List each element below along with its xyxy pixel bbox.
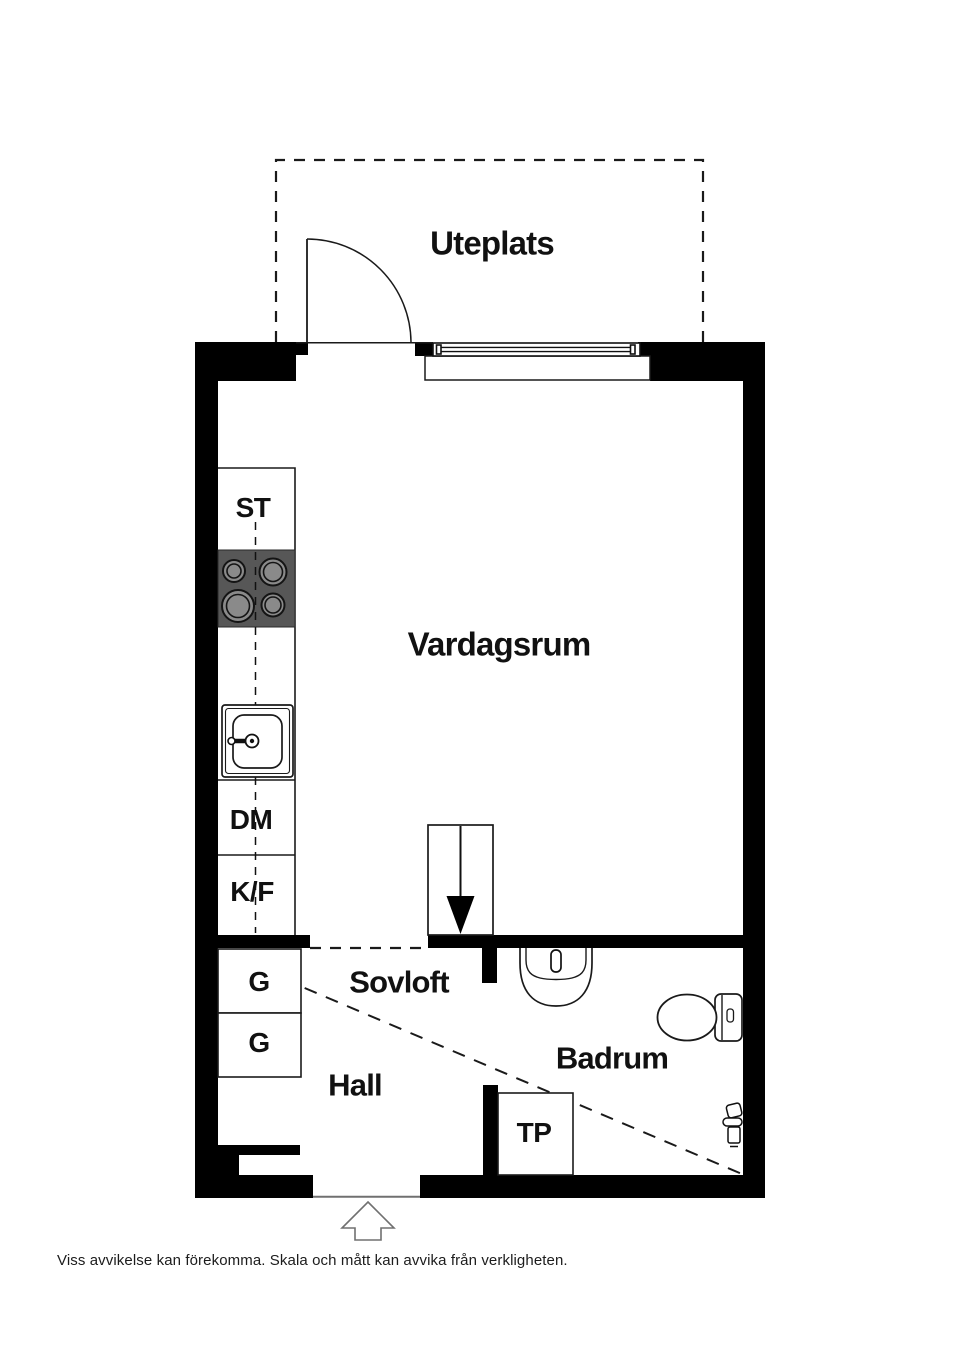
- counter-front-edge: [218, 467, 296, 935]
- shower-head: [725, 1102, 743, 1119]
- right-wall: [743, 342, 765, 1198]
- burner-ring: [226, 563, 242, 579]
- mid-wall-right: [428, 935, 765, 948]
- mid-wall-left: [195, 935, 310, 948]
- room-label-sovloft: Sovloft: [349, 964, 449, 1000]
- washbasin-outer: [519, 948, 593, 1007]
- wardrobe-box-1: [217, 948, 302, 1014]
- laundry-tower-box: [497, 1092, 574, 1176]
- bottom-wall-left: [195, 1175, 313, 1198]
- window-icon: [424, 342, 651, 381]
- faucet-dot: [249, 738, 255, 744]
- balcony-door-swing-icon: [296, 238, 433, 344]
- door-swing-arc: [306, 238, 412, 343]
- loft-ladder-icon: [427, 824, 494, 936]
- walls: [195, 342, 765, 1198]
- bottom-wall-right: [420, 1175, 765, 1198]
- wardrobe-box-2: [217, 1012, 302, 1078]
- room-label-badrum: Badrum: [555, 1040, 669, 1076]
- top-wall-pier: [415, 342, 433, 356]
- toilet-bowl: [656, 993, 718, 1042]
- left-wall: [195, 342, 218, 1198]
- kitchen-counter: [218, 467, 296, 935]
- faucet-knob: [227, 736, 236, 746]
- washbasin-icon: [519, 948, 593, 1007]
- top-wall-left: [195, 342, 296, 381]
- shower-valve: [722, 1117, 743, 1127]
- room-label-hall: Hall: [328, 1067, 382, 1103]
- entry-arrow-icon: [340, 1200, 396, 1241]
- ladder-arrow-head: [446, 896, 475, 934]
- stove-icon: [217, 549, 296, 628]
- bathroom-door-stub-wall: [482, 948, 497, 983]
- burner-ring: [264, 596, 282, 614]
- washbasin-inner: [525, 948, 587, 981]
- window-sill: [424, 355, 651, 381]
- fixture-label-kf: K/F: [230, 876, 274, 907]
- washbasin-faucet: [550, 949, 562, 973]
- toilet-flush-button: [726, 1008, 735, 1023]
- tp-partition-wall: [483, 1085, 498, 1175]
- window-end-cap: [629, 344, 636, 355]
- kitchen-sink-icon: [221, 704, 294, 778]
- burner-ring: [262, 561, 284, 583]
- room-label-uteplats: Uteplats: [430, 224, 555, 262]
- top-wall-door-jamb: [296, 342, 308, 355]
- top-wall-right-upper: [638, 342, 765, 356]
- toilet-icon: [656, 993, 743, 1042]
- room-label-vardagsrum: Vardagsrum: [407, 625, 592, 663]
- disclaimer-text: Viss avvikelse kan förekomma. Skala och …: [57, 1252, 568, 1269]
- window-end-cap: [435, 344, 442, 355]
- fixture-label-g2: G: [248, 1027, 270, 1058]
- burner-ring: [225, 593, 251, 619]
- patio-dashed-outline: [274, 158, 705, 342]
- shower-mixer-icon: [722, 1102, 743, 1148]
- loft-extent-diagonal-dashed-line: [219, 951, 743, 1175]
- sink-outer-inner-line: [224, 707, 291, 775]
- fixture-label-st: ST: [235, 492, 271, 523]
- window-frame: [432, 342, 641, 357]
- shower-body: [727, 1126, 741, 1144]
- fixture-label-g1: G: [248, 966, 270, 997]
- fixture-label-dm: DM: [229, 804, 273, 835]
- hall-niche-stub-wall: [218, 1145, 300, 1155]
- fixture-label-tp: TP: [516, 1117, 552, 1148]
